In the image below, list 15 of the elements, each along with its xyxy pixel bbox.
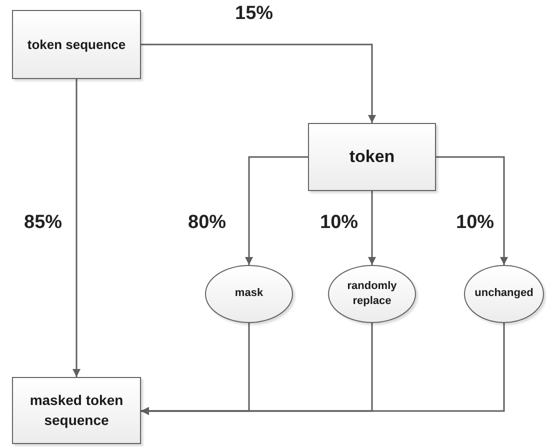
- arrow: [141, 323, 505, 415]
- node-label: token sequence: [27, 36, 126, 54]
- arrow: [72, 79, 80, 377]
- node-label: masked token sequence: [28, 391, 124, 430]
- process-box: [12, 377, 141, 444]
- arrow: [141, 44, 376, 123]
- node-label: unchanged: [474, 286, 534, 302]
- process-box: [12, 10, 141, 79]
- arrow: [368, 191, 376, 265]
- process-box: [308, 123, 436, 191]
- node-label: randomly replace: [346, 278, 398, 309]
- arrow: [436, 156, 508, 265]
- node-label: token: [349, 146, 395, 168]
- node-label: mask: [234, 286, 264, 302]
- arrow: [245, 156, 308, 265]
